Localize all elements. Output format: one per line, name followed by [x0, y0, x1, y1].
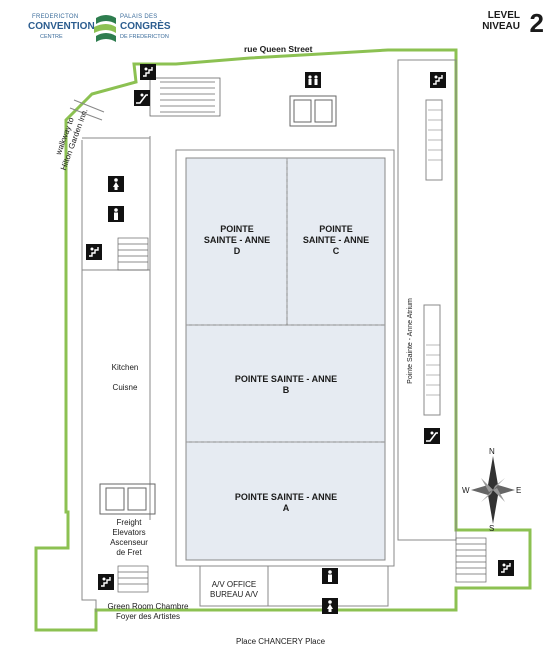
compass-s: S	[489, 524, 495, 533]
logo-text: DE FREDERICTON	[120, 34, 169, 40]
street-south: Place CHANCERY Place	[236, 637, 326, 646]
logo-mark	[94, 15, 116, 42]
compass-n: N	[489, 447, 495, 456]
level-indicator: LEVEL NIVEAU 2	[482, 8, 544, 38]
escalator-icon	[134, 90, 150, 106]
escalator-icon	[424, 428, 440, 444]
womens-restroom-icon	[322, 598, 338, 614]
logo-text: CONGRÈS	[120, 21, 171, 32]
street-north: rue Queen Street	[244, 44, 313, 54]
room-c-label[interactable]: POINTE SAINTE - ANNE C	[302, 224, 370, 256]
stairs-icon	[98, 574, 114, 590]
stairs-icon	[86, 244, 102, 260]
compass-e: E	[516, 486, 522, 495]
atrium-label: Pointe Sainte - Anne Atrium	[407, 298, 414, 384]
room-d-label[interactable]: POINTE SAINTE - ANNE D	[203, 224, 271, 256]
room-a-area	[185, 441, 386, 561]
logo-text: CONVENTION	[28, 21, 95, 32]
room-b-label[interactable]: POINTE SAINTE - ANNE B	[234, 374, 338, 395]
compass-w: W	[462, 486, 470, 495]
logo: FREDERICTON CONVENTION CENTRE PALAIS DES…	[28, 12, 188, 52]
room-c-area	[286, 157, 386, 326]
stairs-icon	[430, 72, 446, 88]
level-label-en: LEVEL	[487, 10, 520, 21]
logo-text: FREDERICTON	[32, 14, 79, 20]
stairs-icon	[498, 560, 514, 576]
level-number: 2	[529, 8, 544, 38]
elevator-icon	[305, 72, 321, 88]
freight-elevators-label: Freight Elevators Ascenseur de Fret	[110, 518, 148, 557]
womens-restroom-icon	[108, 176, 124, 192]
room-a-label[interactable]: POINTE SAINTE - ANNE A	[234, 492, 338, 513]
room-d-area	[185, 157, 288, 326]
compass-rose	[471, 456, 515, 524]
kitchen-label: Kitchen Cuisne	[111, 363, 139, 392]
mens-restroom-icon	[108, 206, 124, 222]
level-label-fr: NIVEAU	[482, 21, 520, 32]
green-room-label: Green Room Chambre Foyer des Artistes	[107, 602, 189, 621]
logo-text: CENTRE	[40, 34, 63, 40]
logo-text: PALAIS DES	[120, 14, 158, 20]
room-b-area	[185, 324, 386, 443]
av-office-label: A/V OFFICE BUREAU A/V	[209, 580, 258, 599]
mens-restroom-icon	[322, 568, 338, 584]
stairs-icon	[140, 64, 156, 80]
